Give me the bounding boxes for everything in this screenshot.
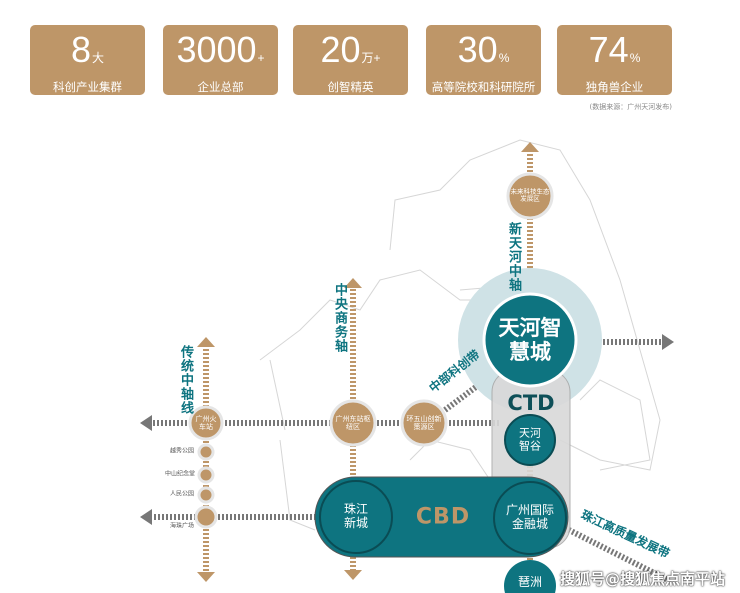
stat-label: 科创产业集群	[53, 80, 122, 94]
stat-label: 创智精英	[327, 80, 374, 94]
stat-card: 3000+ 企业总部	[163, 25, 278, 95]
stat-number: 74	[588, 29, 629, 70]
node-gz-east: 广州东站枢纽区	[335, 414, 371, 431]
node-zhongshan: 中山纪念堂	[164, 470, 196, 478]
stat-card: 74% 独角兽企业	[557, 25, 672, 95]
node-gz-station: 广州火车站	[195, 414, 217, 431]
new-tianhe-axis-label: 新天河中轴	[506, 222, 521, 292]
node-yuexiu: 越秀公园	[169, 447, 195, 455]
data-source-note: (数据来源：广州天河发布)	[589, 103, 672, 111]
stat-label: 企业总部	[197, 80, 244, 94]
stat-unit: 万+	[361, 51, 381, 65]
node-zjxc: 珠江新城	[343, 502, 368, 530]
node-pazhou: 琶洲	[517, 575, 543, 590]
stat-card: 30% 高等院校和科研院所	[426, 25, 541, 95]
node-ifc: 广州国际金融城	[505, 503, 554, 531]
stat-label: 独角兽企业	[585, 80, 644, 94]
central-axis-label: 中央商务轴	[332, 283, 347, 353]
stat-unit: +	[257, 51, 265, 65]
watermark: 搜狐号@搜狐焦点南平站	[560, 570, 726, 588]
stat-number: 8	[70, 29, 91, 70]
stat-label: 高等院校和科研院所	[431, 80, 536, 94]
stat-unit: 大	[92, 51, 105, 65]
node-haizhu: 海珠广场	[169, 522, 195, 530]
node-future: 未来科技生态发展区	[510, 187, 550, 203]
stat-number: 20	[320, 29, 361, 70]
node-wushan: 环五山创新策源区	[406, 414, 442, 431]
node-renmin: 人民公园	[169, 490, 195, 498]
stat-number: 3000	[176, 29, 257, 70]
stat-number: 30	[457, 29, 498, 70]
stat-unit: %	[629, 51, 641, 65]
stat-card: 8大科创产业集群	[30, 25, 145, 95]
traditional-axis-label: 传统中轴线	[178, 345, 193, 415]
district-outlines	[259, 139, 661, 531]
stat-unit: %	[498, 51, 510, 65]
stat-card: 20万+ 创智精英	[293, 25, 408, 95]
node-tianhe-city: 天河智慧城	[498, 315, 562, 364]
cbd-label: CBD	[415, 504, 471, 530]
node-tianhe-valley: 天河智谷	[519, 426, 541, 452]
ctd-label: CTD	[507, 390, 555, 415]
